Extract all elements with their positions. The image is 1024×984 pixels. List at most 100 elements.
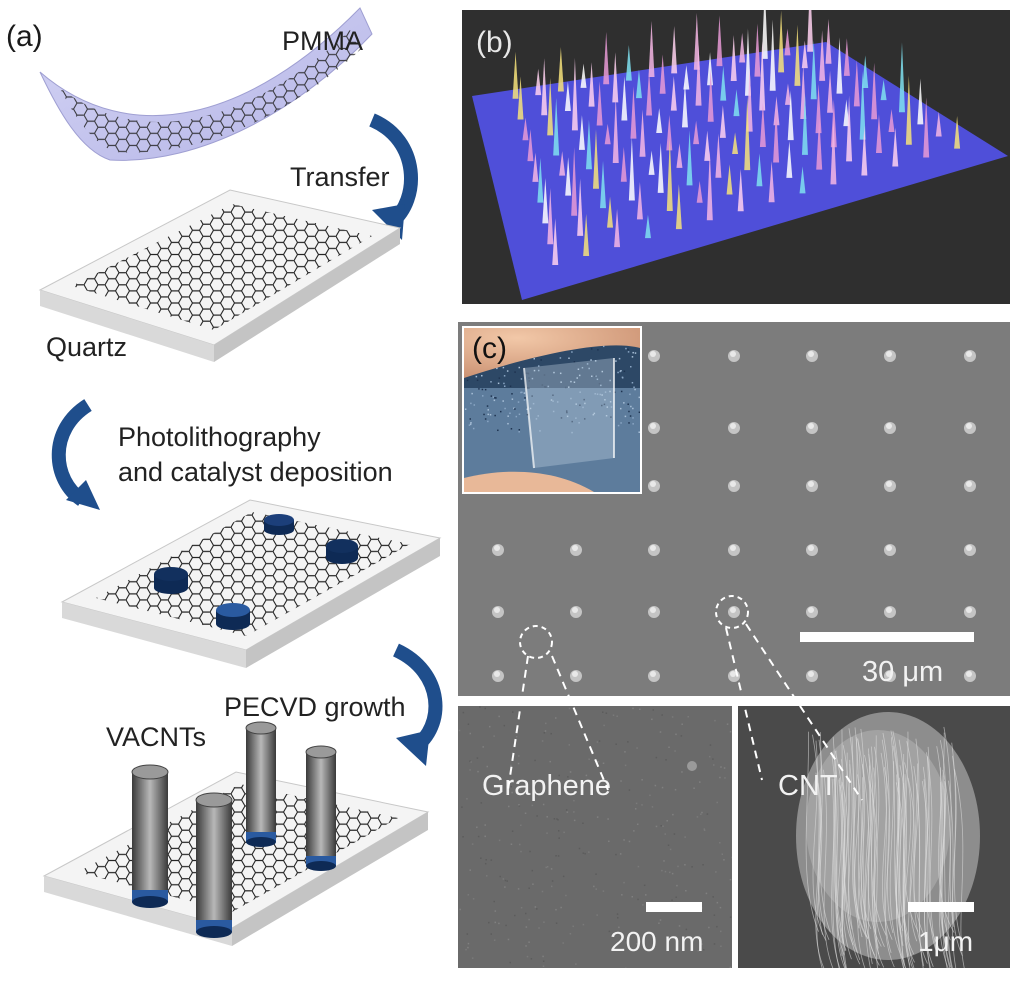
peak: [578, 115, 585, 150]
peak: [695, 44, 702, 106]
peak: [542, 178, 549, 224]
peak: [706, 150, 713, 221]
peak: [716, 15, 723, 67]
peak: [612, 52, 619, 103]
peak: [816, 116, 823, 170]
peak: [648, 150, 655, 175]
peak: [693, 120, 700, 145]
peak: [639, 109, 646, 157]
inset-photo: [462, 326, 642, 494]
cnt-pillar: [131, 764, 169, 908]
peak: [583, 213, 590, 257]
peak: [659, 54, 666, 94]
peak: [614, 208, 621, 248]
peak: [636, 182, 643, 220]
scale-bar-main: [800, 632, 974, 642]
peak: [559, 151, 566, 176]
peak: [739, 32, 746, 63]
peak: [585, 119, 592, 170]
peak: [843, 38, 850, 76]
peak: [553, 97, 560, 156]
transfer-label: Transfer: [290, 162, 390, 192]
peak: [644, 214, 651, 239]
peak: [810, 40, 817, 100]
peak: [862, 55, 869, 89]
peak: [819, 30, 826, 81]
scale-label-200nm: 200 nm: [610, 926, 704, 957]
peak: [715, 133, 722, 178]
peak: [517, 76, 524, 120]
peak: [853, 60, 860, 107]
panel-c: (c) 30 μm: [458, 322, 1010, 696]
cnt-pillar: [245, 721, 277, 847]
peak: [675, 184, 682, 230]
peak: [859, 71, 866, 140]
panel-b-tag: (b): [476, 26, 513, 59]
scale-label-1um: 1μm: [918, 926, 974, 957]
peak: [730, 35, 737, 81]
peak: [861, 125, 868, 176]
graphene-label: Graphene: [482, 770, 611, 802]
peak: [836, 37, 843, 94]
peak: [670, 76, 677, 111]
peak: [522, 117, 529, 141]
peak: [801, 93, 808, 155]
panel-a: (a) PMMA Transfer Quartz Photolithograph…: [0, 0, 460, 984]
peak: [843, 99, 850, 127]
peak: [825, 19, 832, 64]
peak: [846, 95, 853, 162]
peak: [744, 96, 751, 171]
panel-b: (b): [462, 10, 1010, 304]
peak: [827, 70, 834, 113]
peak: [707, 52, 714, 86]
peak: [786, 141, 793, 178]
vacnts-label: VACNTs: [106, 722, 207, 752]
cnt-label: CNT: [778, 770, 838, 802]
peak: [830, 99, 837, 148]
catalyst-deposition-label: and catalyst deposition: [118, 457, 393, 487]
peak: [646, 70, 653, 116]
peak: [794, 24, 801, 86]
peak: [898, 42, 905, 113]
peak: [875, 114, 882, 154]
peak: [565, 157, 572, 196]
cnt-pillar: [195, 792, 233, 938]
peak: [527, 129, 534, 162]
peak: [588, 62, 595, 107]
peak: [512, 51, 519, 99]
peak: [612, 96, 619, 163]
sem-graphene: Graphene 200 nm: [458, 706, 732, 968]
quartz-label: Quartz: [46, 332, 128, 362]
peak: [880, 79, 887, 101]
peak: [754, 23, 761, 77]
peak: [917, 78, 924, 125]
scale-bar-200nm: [646, 902, 702, 912]
peak: [657, 142, 664, 193]
catalyst-slab: [60, 499, 442, 668]
peak: [630, 86, 637, 139]
peak: [759, 41, 766, 111]
peak: [784, 83, 791, 105]
peak: [547, 187, 554, 245]
peak: [635, 69, 642, 99]
cnt-pillar: [305, 745, 337, 871]
peak: [620, 147, 627, 182]
scale-label-main: 30 μm: [862, 656, 944, 688]
peak: [600, 160, 607, 209]
peak: [577, 178, 584, 236]
graphene-circle: [519, 625, 553, 659]
peak: [773, 96, 780, 126]
peak: [733, 89, 740, 117]
panel-c-tag: (c): [472, 332, 507, 365]
peak: [686, 130, 693, 186]
photolithography-arrow: [51, 399, 93, 506]
peak: [656, 108, 663, 133]
peak: [592, 129, 599, 189]
photolithography-label: Photolithography: [118, 422, 321, 452]
peak: [759, 102, 766, 148]
peak: [746, 68, 753, 132]
peak: [923, 97, 930, 158]
peak: [769, 19, 776, 91]
peak: [621, 76, 628, 121]
peak: [552, 218, 559, 265]
